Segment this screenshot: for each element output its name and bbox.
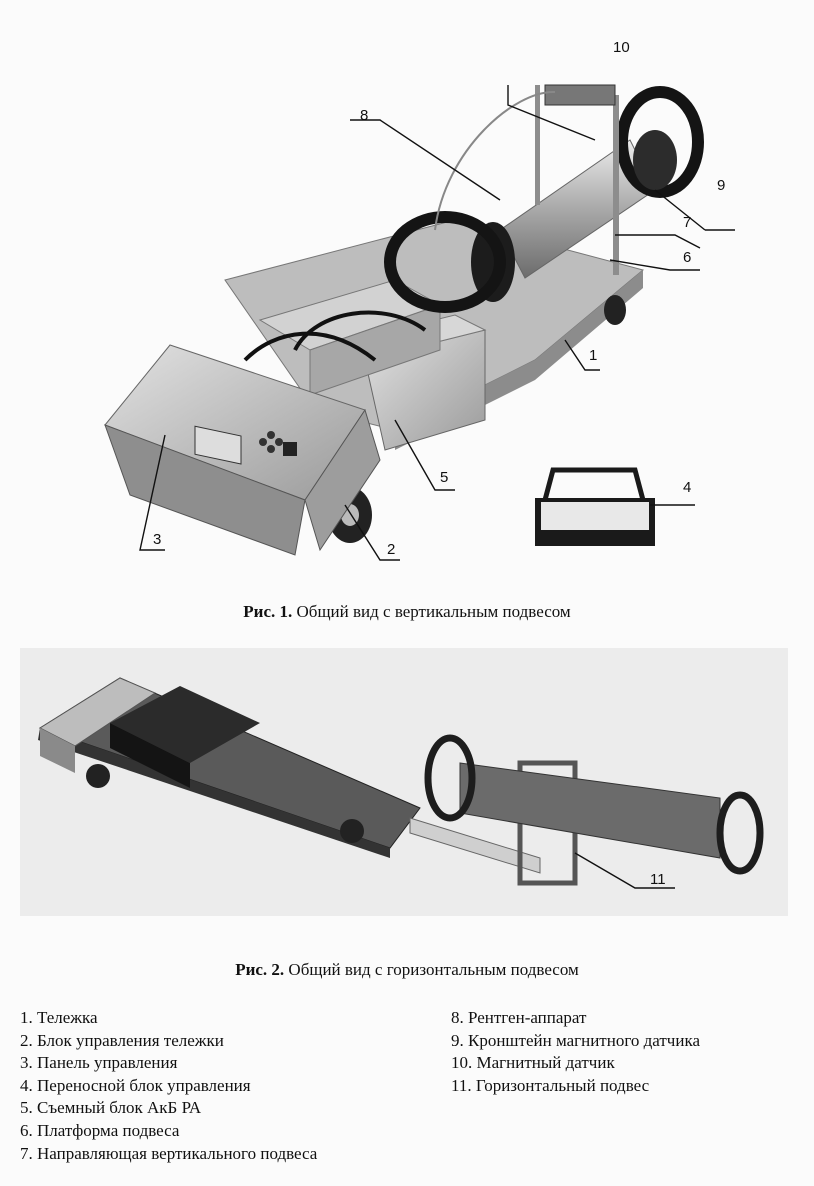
callout-3: 3 — [153, 531, 161, 548]
legend-item: 7. Направляющая вертикального подвеса — [20, 1143, 318, 1163]
callout-7: 7 — [683, 214, 691, 231]
callout-2: 2 — [387, 541, 395, 558]
panel-button — [267, 431, 275, 439]
legend-item: 4. Переносной блок управления — [20, 1075, 251, 1095]
magnetic-sensor — [544, 84, 616, 106]
figure-1-photo: 10 8 9 7 6 1 5 4 2 3 — [104, 39, 735, 561]
trolley-side — [38, 728, 390, 858]
vertical-guide — [535, 85, 540, 205]
control-block-front — [40, 728, 75, 773]
cable — [434, 90, 556, 231]
wheel — [604, 295, 626, 325]
callout-1: 1 — [589, 347, 597, 364]
figure-2-caption-label: Рис. 2. — [235, 960, 285, 979]
panel-button — [275, 438, 283, 446]
xray-tube — [459, 762, 721, 859]
control-block-front — [104, 424, 306, 556]
legend-left-column: 1. Тележка 2. Блок управления тележки 3.… — [20, 1007, 317, 1165]
legend-item: 6. Платформа подвеса — [20, 1120, 180, 1140]
callout-11: 11 — [650, 871, 666, 888]
legend-item: 8. Рентген-аппарат — [451, 1008, 587, 1027]
callout-leader — [574, 852, 675, 889]
cable — [293, 310, 427, 351]
legend-item: 3. Панель управления — [20, 1053, 178, 1073]
legend-item: 10. Магнитный датчик — [451, 1053, 615, 1073]
vertical-guide — [613, 95, 619, 275]
figure-1-caption: Рис. 1. Общий вид с вертикальным подвесо… — [0, 602, 814, 622]
horizontal-suspension-arm — [409, 817, 541, 874]
portable-unit-handle — [542, 467, 646, 501]
legend-item: 1. Тележка — [20, 1008, 98, 1027]
panel-button — [267, 445, 275, 453]
callout-10: 10 — [613, 39, 630, 56]
wheel — [86, 764, 110, 788]
tube-collar — [471, 222, 515, 302]
tube-rear-grip — [633, 130, 677, 190]
legend-item: 11. Горизонтальный подвес — [451, 1075, 650, 1095]
panel-switch — [283, 442, 297, 456]
callout-6: 6 — [683, 249, 691, 266]
control-block-side — [304, 408, 381, 552]
callout-5: 5 — [440, 469, 448, 486]
figure-1-caption-label: Рис. 1. — [243, 602, 293, 621]
callout-leaders — [139, 85, 735, 561]
front-ring-handle — [384, 211, 506, 313]
legend-right-column: 8. Рентген-аппарат 9. Кронштейн магнитно… — [451, 1007, 700, 1097]
cable — [243, 331, 377, 362]
figure-2-photo: 11 — [20, 648, 788, 916]
wheel — [340, 819, 364, 843]
legend-item: 9. Кронштейн магнитного датчика — [451, 1030, 701, 1050]
tube-ring-handle-rear — [716, 791, 764, 875]
figure-1-caption-text: Общий вид с вертикальным подвесом — [296, 602, 571, 621]
panel-button — [259, 438, 267, 446]
figure-2-caption: Рис. 2. Общий вид с горизонтальным подве… — [0, 960, 814, 980]
lcd-screen — [194, 425, 242, 465]
callout-9: 9 — [717, 177, 725, 194]
upper-box-front — [309, 304, 441, 396]
legend-item: 5. Съемный блок АкБ РА — [20, 1098, 202, 1118]
figure-2-caption-text: Общий вид с горизонтальным подвесом — [288, 960, 579, 979]
tube-ring-handle-front — [424, 734, 476, 822]
callout-8: 8 — [360, 107, 368, 124]
battery-box — [110, 686, 260, 763]
legend-item: 2. Блок управления тележки — [20, 1030, 224, 1050]
rear-ring-handle — [616, 86, 704, 198]
battery-box-front — [110, 723, 190, 788]
callout-4: 4 — [683, 479, 691, 496]
portable-unit-panel — [541, 502, 649, 530]
